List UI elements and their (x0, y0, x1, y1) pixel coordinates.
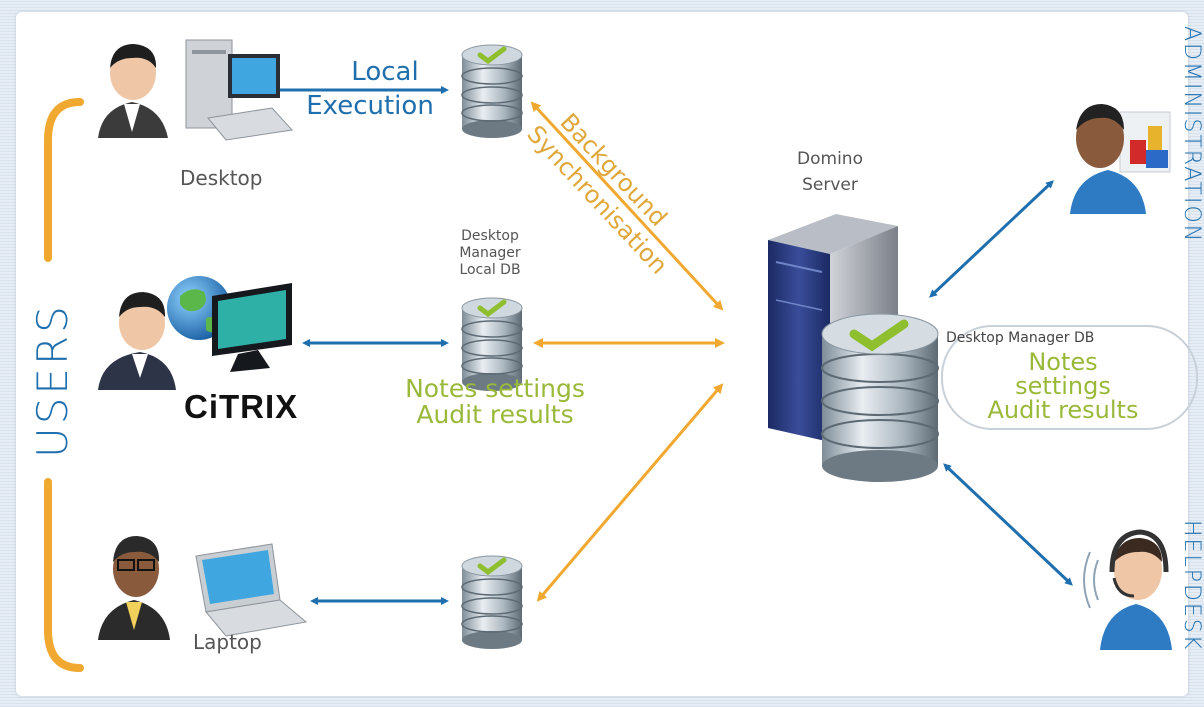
laptop-user-icon (98, 536, 170, 640)
arrow-sync-top (530, 101, 724, 311)
desktop-manager-local-db-line1: Desktop (461, 228, 519, 244)
administrator-icon (1070, 104, 1171, 214)
helpdesk-icon (1083, 529, 1172, 650)
laptop-label: Laptop (193, 630, 262, 654)
desktop-manager-db-bubble (941, 325, 1198, 430)
notes-settings-label: Notes settings (405, 374, 585, 403)
database-icon (461, 297, 523, 391)
local-label: Local (351, 57, 419, 87)
citrix-logo: CiTRIX (184, 388, 299, 425)
notes-label: Notes (1028, 348, 1098, 376)
administration-label: ADMINISTRATION (1179, 26, 1204, 244)
arrow-sync-bottom (536, 383, 724, 602)
users-label: USERS (28, 303, 77, 458)
desktop-user-icon (98, 44, 168, 138)
arrow-admin (929, 180, 1054, 298)
desktop-computer-icon (185, 39, 293, 141)
database-icon (461, 555, 523, 649)
desktop-label: Desktop (180, 166, 263, 190)
desktop-manager-local-db-line2: Manager (459, 245, 521, 261)
monitor-icon (212, 283, 292, 372)
settings-label: settings (1015, 372, 1111, 400)
domino-label: Domino (797, 149, 863, 169)
audit-results-db-label: Audit results (987, 396, 1139, 424)
laptop-icon (195, 543, 308, 637)
desktop-manager-local-db-line3: Local DB (459, 262, 521, 278)
users-bracket (44, 98, 84, 672)
audit-results-label: Audit results (416, 400, 574, 429)
desktop-manager-db-label: Desktop Manager DB (946, 330, 1095, 346)
citrix-user-icon (98, 292, 176, 390)
helpdesk-label: HELPDESK (1179, 520, 1204, 652)
arrow-helpdesk (943, 463, 1073, 586)
server-label: Server (802, 175, 858, 195)
domino-database-icon (821, 313, 939, 482)
database-icon (461, 44, 523, 138)
execution-label: Execution (306, 91, 434, 121)
